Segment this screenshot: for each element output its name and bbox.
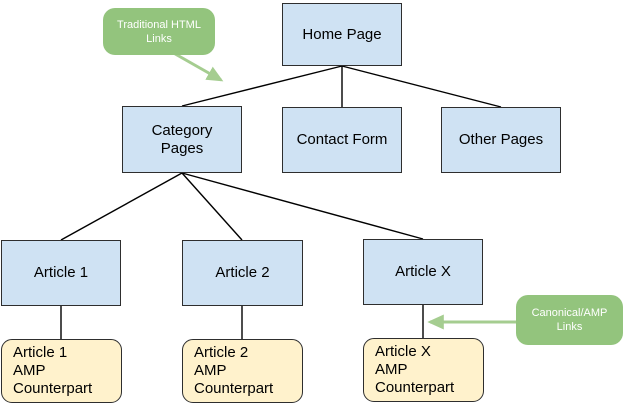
node-article-1: Article 1	[1, 240, 121, 306]
node-article-2: Article 2	[182, 240, 303, 306]
node-article-x: Article X	[363, 239, 483, 305]
node-article-2-amp-counterpart: Article 2 AMP Counterpart	[182, 339, 303, 403]
node-contact-form: Contact Form	[282, 107, 402, 173]
connector-category-to-articlex	[181, 172, 424, 240]
node-other-pages: Other Pages	[441, 107, 561, 173]
node-category-pages: Category Pages	[122, 106, 242, 173]
callout-canonical-amp-links: Canonical/AMP Links	[516, 295, 623, 345]
connector-home-to-other	[341, 65, 502, 108]
node-home-page: Home Page	[282, 3, 402, 66]
connector-category-to-article2	[181, 172, 243, 241]
node-article-x-amp-counterpart: Article X AMP Counterpart	[363, 338, 484, 402]
traditional-links-arrow	[169, 49, 224, 82]
callout-traditional-html-links: Traditional HTML Links	[103, 8, 215, 55]
connector-home-to-category	[181, 65, 343, 107]
node-article-1-amp-counterpart: Article 1 AMP Counterpart	[1, 339, 122, 403]
connector-category-to-article1	[60, 172, 183, 241]
